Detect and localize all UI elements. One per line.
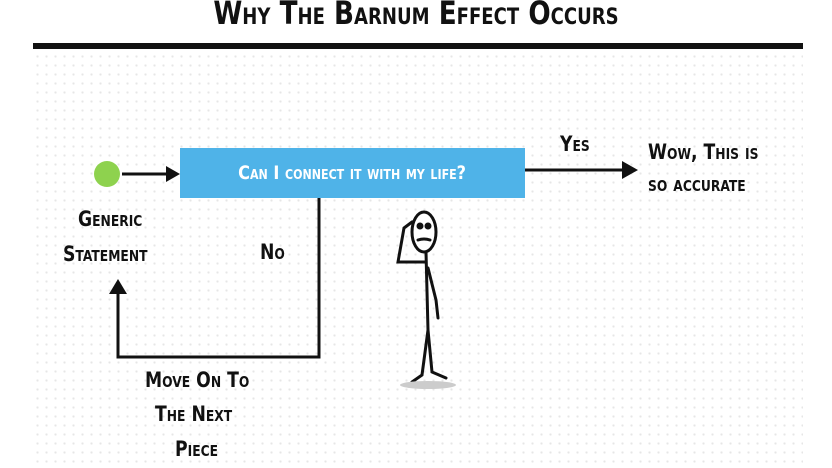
title-underline: [33, 43, 803, 49]
yes-outcome-line2: so accurate: [648, 172, 746, 196]
yes-arrowhead: [622, 161, 638, 179]
start-label-line2: Statement: [63, 242, 148, 266]
dotted-background: [33, 52, 803, 468]
figure-shadow: [400, 381, 456, 389]
no-outcome-line2: The Next: [155, 402, 233, 426]
yes-outcome-line1: Wow, This is: [648, 140, 759, 164]
no-outcome-line3: Piece: [175, 437, 219, 461]
confused-stick-figure: [396, 210, 448, 384]
start-label-line1: Generic: [78, 207, 143, 231]
start-node: [94, 161, 120, 187]
yes-label: Yes: [560, 132, 590, 156]
diagram-title: Why The Barnum Effect Occurs: [213, 0, 619, 32]
no-outcome-line1: Move On To: [145, 368, 250, 392]
no-path: [116, 198, 321, 359]
question-text: Can I connect it with my life?: [238, 162, 467, 184]
no-arrowhead: [109, 279, 127, 294]
question-box: Can I connect it with my life?: [180, 148, 525, 198]
no-label: No: [260, 240, 285, 264]
start-arrowhead: [166, 166, 180, 182]
